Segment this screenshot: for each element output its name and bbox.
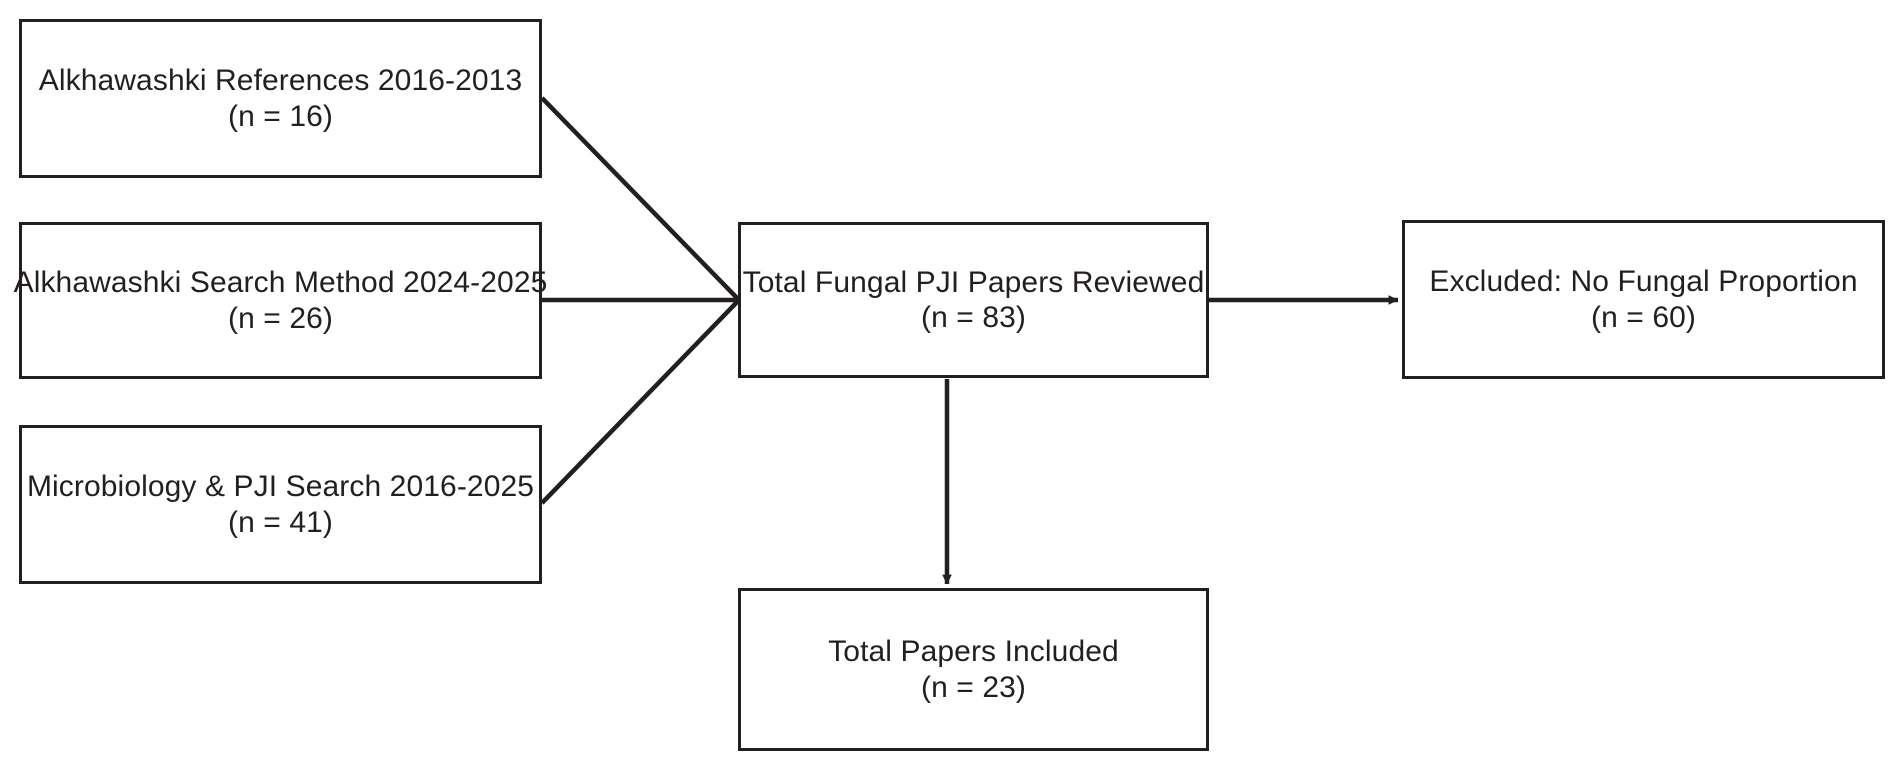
node-label: Excluded: No Fungal Proportion <box>1429 265 1858 299</box>
node-count: (n = 60) <box>1590 300 1697 334</box>
node-label: Total Fungal PJI Papers Reviewed <box>742 265 1205 299</box>
node-total-papers-included: Total Papers Included (n = 23) <box>738 588 1209 751</box>
edge-source1-to-total <box>540 96 741 302</box>
node-label: Alkhawashki Search Method 2024-2025 <box>13 266 548 300</box>
node-label: Total Papers Included <box>828 635 1119 669</box>
node-label: Microbiology & PJI Search 2016-2025 <box>26 470 535 504</box>
edge-source3-to-total <box>540 298 741 505</box>
node-count: (n = 23) <box>920 670 1027 704</box>
node-source-alkhawashki-references: Alkhawashki References 2016-2013 (n = 16… <box>19 19 542 178</box>
node-total-papers-reviewed: Total Fungal PJI Papers Reviewed (n = 83… <box>738 222 1209 378</box>
node-count: (n = 26) <box>227 301 334 335</box>
node-excluded-no-fungal-proportion: Excluded: No Fungal Proportion (n = 60) <box>1402 220 1885 379</box>
node-label: Alkhawashki References 2016-2013 <box>38 64 523 98</box>
node-source-alkhawashki-search-method: Alkhawashki Search Method 2024-2025 (n =… <box>14 222 547 379</box>
node-source-microbiology-pji-search: Microbiology & PJI Search 2016-2025 (n =… <box>19 425 542 584</box>
node-count: (n = 83) <box>920 301 1027 334</box>
node-count: (n = 16) <box>227 99 334 133</box>
node-count: (n = 41) <box>227 505 334 539</box>
